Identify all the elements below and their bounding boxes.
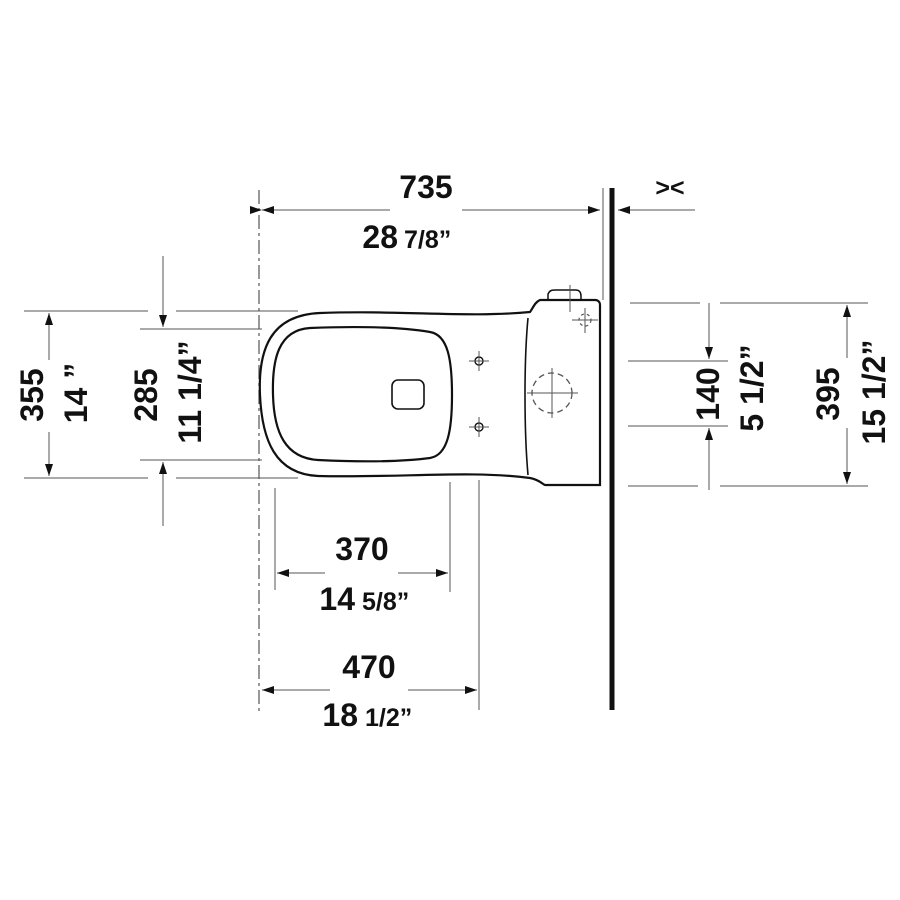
- dim-370-inch-frac: 5/8”: [362, 588, 409, 616]
- dim-470: 470 18 1/2”: [262, 649, 477, 733]
- dim-395-mm: 395: [810, 367, 846, 420]
- dim-735-mm: 735: [399, 169, 452, 205]
- dim-right: 140 5 1/2” 395 15 1/2”: [628, 302, 892, 490]
- dim-395-inch: 15 1/2”: [856, 340, 892, 445]
- water-inlet: [569, 285, 598, 333]
- dim-285-mm: 285: [128, 368, 164, 421]
- dim-left: 355 14 ” 285 11 1/4”: [14, 256, 298, 526]
- dim-370-inch-whole: 14: [319, 581, 355, 617]
- dim-735-inch-frac: 7/8”: [404, 226, 451, 254]
- fixing-hole-bottom: [469, 417, 489, 437]
- drain-outlet: [527, 368, 578, 418]
- dim-355-inch: 14 ”: [58, 363, 94, 423]
- dim-370: 370 14 5/8”: [277, 531, 448, 617]
- dim-370-mm: 370: [335, 531, 388, 567]
- dim-735-inch-whole: 28: [362, 219, 398, 255]
- dim-140-mm: 140: [690, 367, 726, 420]
- fixing-hole-top: [469, 351, 489, 371]
- wall: [602, 188, 615, 710]
- dim-355-mm: 355: [14, 368, 50, 421]
- dim-285-inch: 11 1/4”: [172, 340, 208, 443]
- dim-140-inch: 5 1/2”: [734, 344, 770, 431]
- dim-470-mm: 470: [342, 649, 395, 685]
- dim-overall-length: 735 28 7/8” ><: [250, 169, 695, 712]
- wall-gap-symbol: ><: [655, 174, 684, 202]
- toilet-top-view: [258, 285, 602, 487]
- dim-470-inch-frac: 1/2”: [365, 704, 412, 732]
- dim-470-inch-whole: 18: [322, 697, 358, 733]
